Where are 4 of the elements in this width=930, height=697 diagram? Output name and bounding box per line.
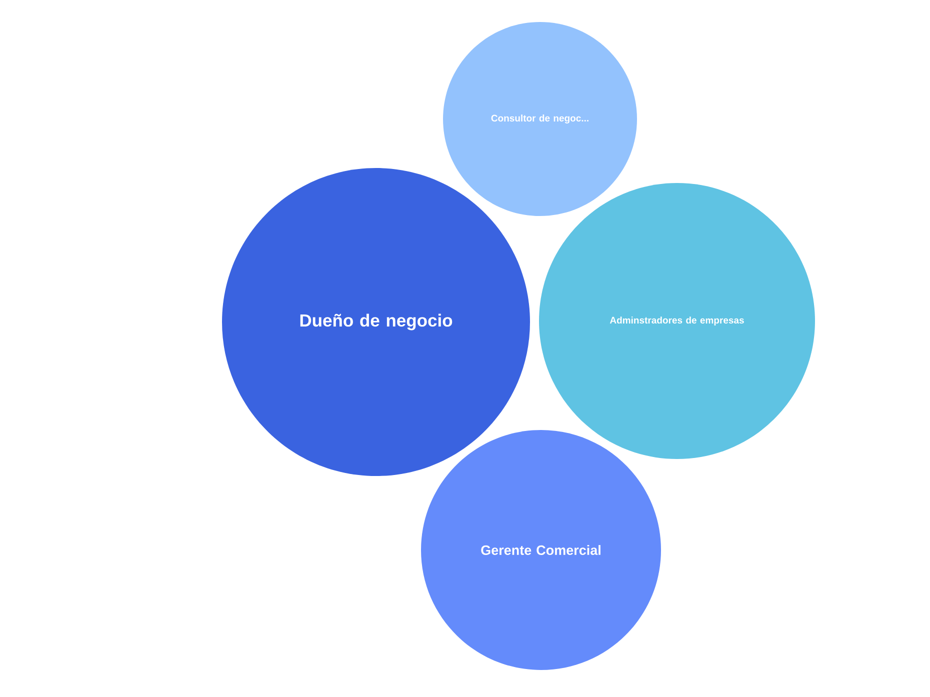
circle-node: Consultor de negoc... — [443, 22, 637, 216]
circle-node: Dueño de negocio — [222, 168, 530, 476]
circle-node: Gerente Comercial — [421, 430, 661, 670]
circle-node: Adminstradores de empresas — [539, 183, 815, 459]
